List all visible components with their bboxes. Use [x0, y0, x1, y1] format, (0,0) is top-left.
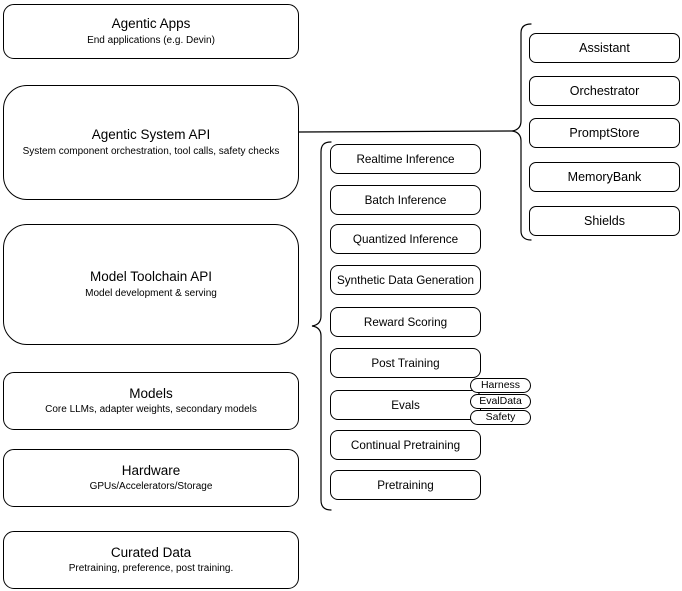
safety-tag: Safety	[470, 410, 531, 425]
hardware-box: Hardware GPUs/Accelerators/Storage	[3, 449, 299, 507]
agentic-system-api-subtitle: System component orchestration, tool cal…	[22, 145, 280, 157]
agentic-apps-box: Agentic Apps End applications (e.g. Devi…	[3, 4, 299, 59]
agentic-system-api-title: Agentic System API	[91, 127, 211, 143]
reward-scoring-box: Reward Scoring	[330, 307, 481, 337]
harness-tag: Harness	[470, 378, 531, 393]
promptstore-box: PromptStore	[529, 118, 680, 148]
realtime-inference-box: Realtime Inference	[330, 144, 481, 174]
models-subtitle: Core LLMs, adapter weights, secondary mo…	[45, 404, 257, 416]
toolchain-brace	[311, 141, 332, 511]
curated-data-subtitle: Pretraining, preference, post training.	[68, 563, 234, 575]
curated-data-box: Curated Data Pretraining, preference, po…	[3, 531, 299, 589]
agentic-system-api-box: Agentic System API System component orch…	[3, 85, 299, 200]
agentic-apps-title: Agentic Apps	[111, 16, 191, 32]
evaldata-tag: EvalData	[470, 394, 531, 409]
hardware-subtitle: GPUs/Accelerators/Storage	[89, 481, 213, 493]
assistant-box: Assistant	[529, 33, 680, 63]
orchestrator-box: Orchestrator	[529, 76, 680, 106]
pretraining-box: Pretraining	[330, 470, 481, 500]
curated-data-title: Curated Data	[110, 544, 192, 560]
model-toolchain-api-subtitle: Model development & serving	[85, 287, 217, 299]
synthetic-data-generation-box: Synthetic Data Generation	[330, 265, 481, 295]
system-api-connector-line	[298, 130, 513, 133]
model-toolchain-api-title: Model Toolchain API	[89, 269, 213, 285]
model-toolchain-api-box: Model Toolchain API Model development & …	[3, 224, 299, 345]
hardware-title: Hardware	[121, 462, 181, 478]
quantized-inference-box: Quantized Inference	[330, 224, 481, 254]
post-training-box: Post Training	[330, 348, 481, 378]
continual-pretraining-box: Continual Pretraining	[330, 430, 481, 460]
models-box: Models Core LLMs, adapter weights, secon…	[3, 372, 299, 430]
evals-box: Evals	[330, 390, 481, 420]
agentic-apps-subtitle: End applications (e.g. Devin)	[87, 34, 215, 46]
shields-box: Shields	[529, 206, 680, 236]
batch-inference-box: Batch Inference	[330, 185, 481, 215]
memorybank-box: MemoryBank	[529, 162, 680, 192]
models-title: Models	[129, 385, 173, 401]
